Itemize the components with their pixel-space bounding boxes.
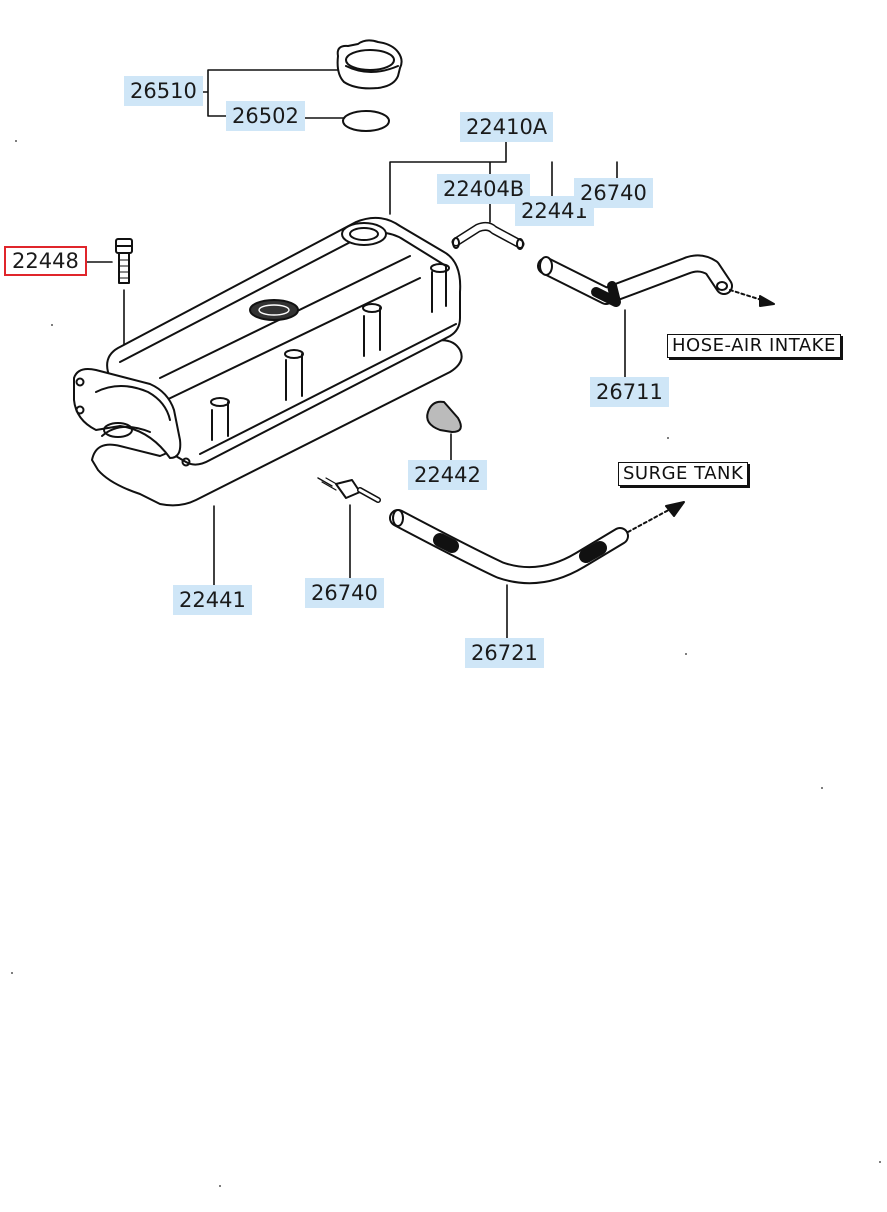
grommet [426,400,462,433]
part-label-26740-bottom[interactable]: 26740 [305,578,384,608]
part-label-22410a[interactable]: 22410A [460,112,554,142]
surge-tank-hose [389,501,685,585]
part-label-22442[interactable]: 22442 [408,460,487,490]
callout-hose-air-intake: HOSE-AIR INTAKE [667,334,841,358]
part-label-26740-top[interactable]: 26740 [574,178,653,208]
oil-filler-cap [336,39,403,90]
scan-specks [11,140,881,1187]
callout-surge-tank: SURGE TANK [618,462,749,486]
part-label-26502[interactable]: 26502 [226,101,305,131]
part-label-26510[interactable]: 26510 [124,76,203,106]
pcv-elbow-fitting [451,221,525,250]
rocker-cover [73,216,462,467]
part-label-22404b[interactable]: 22404B [437,174,531,204]
bolt [115,238,133,284]
part-label-22441-bottom[interactable]: 22441 [173,585,252,615]
pcv-valve [317,477,381,503]
part-label-26721[interactable]: 26721 [465,638,544,668]
part-label-26711[interactable]: 26711 [590,377,669,407]
cap-gasket [342,110,390,132]
breather-hose [537,254,775,307]
part-label-22448[interactable]: 22448 [4,246,87,276]
